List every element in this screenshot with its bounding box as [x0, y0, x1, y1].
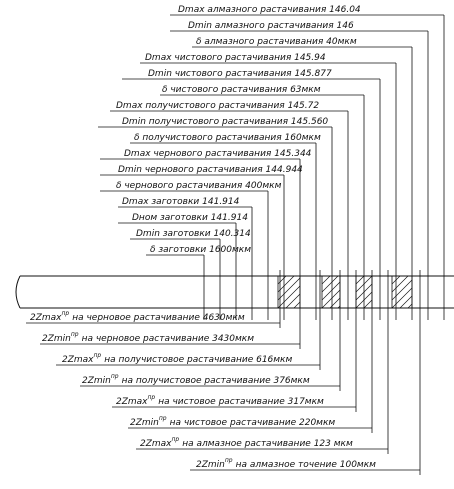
allowance-superscript: пр [94, 352, 102, 359]
hatch-line [355, 291, 373, 309]
allowance-text: на черновое растачивание 4630мкм [72, 313, 245, 323]
hatch-line [391, 275, 401, 285]
allowance-superscript: пр [71, 331, 79, 338]
hatch-line [337, 305, 341, 309]
allowance-superscript: пр [159, 415, 167, 422]
hatch-line [285, 293, 301, 309]
hatch-line [391, 275, 409, 293]
upper-label: Dmax чернового растачивания 145.344 [124, 149, 312, 159]
allowance-superscript: пр [172, 436, 180, 443]
hatch-line [391, 279, 413, 301]
hatch-line [277, 285, 301, 309]
leader-lines [26, 14, 444, 471]
allowance-text: на чистовое растачивание 220мкм [170, 418, 336, 428]
upper-label: δ чистового растачивания 63мкм [162, 85, 321, 95]
hatch-line [329, 297, 341, 309]
allowance-superscript: пр [62, 310, 70, 317]
allowance-symbol: 2Zmin [196, 460, 225, 470]
hatch-line [321, 289, 341, 309]
hatch-line [277, 277, 301, 301]
upper-label: Dmax получистового растачивания 145.72 [116, 101, 319, 111]
hatch-line [391, 287, 413, 309]
hatch-line [321, 281, 341, 301]
allowance-symbol: 2Zmin [42, 334, 71, 344]
hatched-region [321, 275, 341, 309]
hatch-line [363, 299, 373, 309]
upper-label: Dmin алмазного растачивания 146 [188, 21, 354, 31]
hatch-line [399, 295, 413, 309]
hatch-line [321, 275, 339, 293]
allowance-symbol: 2Zmax [140, 439, 172, 449]
allowance-text: на чистовое растачивание 317мкм [158, 397, 324, 407]
hatch-line [355, 275, 373, 293]
upper-label: δ чернового растачивания 400мкм [116, 181, 282, 191]
hatch-line [355, 275, 365, 285]
upper-label: Dmin чернового растачивания 144.944 [118, 165, 303, 175]
upper-label: Dmax чистового растачивания 145.94 [145, 53, 326, 63]
allowance-symbol: 2Zmax [116, 397, 148, 407]
upper-label: Dmax заготовки 141.914 [122, 197, 240, 207]
allowance-symbol: 2Zmax [62, 355, 94, 365]
workpiece-section [15, 275, 454, 309]
allowance-superscript: пр [225, 457, 233, 464]
upper-label: Dmin чистового растачивания 145.877 [148, 69, 332, 79]
dimension-verticals [203, 15, 445, 475]
upper-label: Dmax алмазного растачивания 146.04 [178, 5, 361, 15]
upper-label: δ заготовки 1600мкм [150, 245, 251, 255]
hatch-line [293, 301, 301, 309]
upper-label: δ получистового растачивания 160мкм [134, 133, 321, 143]
hatch-line [277, 275, 295, 293]
hatch-line [407, 303, 413, 309]
workpiece-outline [15, 275, 454, 309]
hatch-line [355, 283, 373, 301]
allowance-text: на получистовое растачивание 616мкм [104, 355, 292, 365]
allowance-text: на получистовое растачивание 376мкм [122, 376, 310, 386]
upper-label: Dmin заготовки 140.314 [136, 229, 251, 239]
hatch-line [321, 275, 331, 285]
allowance-text: на черновое растачивание 3430мкм [82, 334, 255, 344]
allowance-superscript: пр [111, 373, 119, 380]
allowance-superscript: пр [148, 394, 156, 401]
allowance-text: на алмазное растачивание 123 мкм [182, 439, 353, 449]
allowance-text: на алмазное точение 100мкм [236, 460, 377, 470]
allowance-symbol: 2Zmin [130, 418, 159, 428]
allowance-symbol: 2Zmax [30, 313, 62, 323]
upper-label: Dном заготовки 141.914 [132, 213, 248, 223]
upper-label: Dmin получистового растачивания 145.560 [122, 117, 328, 127]
allowance-symbol: 2Zmin [82, 376, 111, 386]
hatch-line [277, 275, 287, 285]
upper-label: δ алмазного растачивания 40мкм [196, 37, 357, 47]
